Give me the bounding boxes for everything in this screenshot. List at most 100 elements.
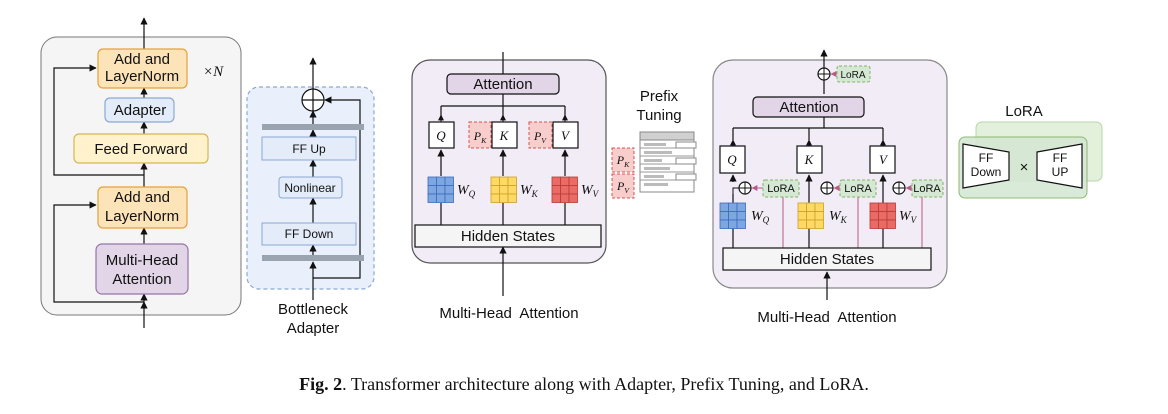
weight-grid-cell (869, 219, 879, 229)
weight-grid-cell (719, 202, 729, 212)
weight-grid-cell (436, 193, 446, 203)
weight-grid-cell (507, 185, 517, 195)
weight-grid-cell (490, 193, 500, 203)
weight-grid-cell (797, 211, 807, 221)
side-pk-box (611, 147, 635, 173)
weight-grid-cell (507, 193, 517, 203)
weight-grid-cell (490, 185, 500, 195)
weight-grid-cell (560, 176, 570, 186)
lora-attention-box (752, 96, 865, 118)
weight-grid-cell (806, 211, 816, 221)
weight-grid-cell (886, 211, 896, 221)
weight-grid-cell (427, 193, 437, 203)
prefix-v-box (552, 121, 579, 149)
weight-grid-cell (507, 176, 517, 186)
prefix-wq-label: WQ (457, 183, 476, 199)
lora-attention-label: Attention (779, 99, 838, 116)
prefix-panel-bg (411, 59, 607, 264)
weight-grid-cell (568, 193, 578, 203)
ff-up-box (261, 136, 357, 161)
figure-caption: Fig. 2. Transformer architecture along w… (299, 374, 869, 394)
add-norm-bottom-box (97, 186, 188, 229)
bottleneck-bottom-bar (262, 255, 364, 261)
sum-circle-q (738, 181, 752, 195)
weight-grid-cell (444, 193, 454, 203)
bottleneck-top-bar (262, 124, 364, 130)
prefix-k-label: K (499, 128, 510, 143)
lora-v-adapter-box (911, 179, 944, 198)
lora-k-box (796, 145, 823, 174)
side-pv-box (611, 173, 635, 199)
weight-grid-cell (878, 202, 888, 212)
weight-grid-cell (869, 202, 879, 212)
weight-grid-cell (878, 211, 888, 221)
prefix-wv-label: WV (581, 183, 600, 199)
lora-k-adapter-label: LoRA (844, 183, 872, 195)
weight-grid-cell (886, 219, 896, 229)
weight-grid-cell (490, 176, 500, 186)
lora-wq-grid (719, 202, 746, 229)
lora-v-adapter-label: LoRA (913, 183, 941, 195)
weight-grid-cell (551, 185, 561, 195)
nonlinear-label: Nonlinear (284, 181, 335, 195)
adapter-box (104, 97, 175, 123)
weight-grid-cell (878, 219, 888, 229)
weight-grid-cell (427, 185, 437, 195)
weight-grid-cell (736, 202, 746, 212)
lora-ff-down-shape (962, 143, 1010, 189)
weight-grid-cell (719, 219, 729, 229)
adapter-label: Adapter (114, 102, 167, 119)
lora-hidden-box (722, 247, 932, 271)
lora-ff-up-shape (1036, 143, 1083, 189)
weight-grid-cell (499, 176, 509, 186)
mha-box (95, 243, 189, 295)
prefix-attention-panel: Attention Q PK K PV V WQ WK WV Hidden St… (411, 52, 607, 322)
lora-wk-grid (797, 202, 824, 229)
prefix-k-box (491, 121, 518, 149)
lora-v-box (869, 145, 896, 174)
lora-wk-label: WK (829, 209, 848, 225)
weight-grid-cell (814, 211, 824, 221)
weight-grid-cell (568, 176, 578, 186)
weight-grid-cell (560, 193, 570, 203)
weight-grid-cell (551, 193, 561, 203)
prefix-wq-grid (427, 176, 454, 203)
weight-grid-cell (728, 202, 738, 212)
prefix-pv-box (528, 121, 553, 149)
weight-grid-cell (499, 185, 509, 195)
transformer-panel (40, 36, 242, 316)
lora-wv-grid (869, 202, 896, 229)
weight-grid-cell (551, 176, 561, 186)
prefix-hidden-label: Hidden States (461, 228, 555, 245)
lora-mha-caption: Multi-Head Attention (757, 309, 896, 326)
prefix-mha-caption: Multi-Head Attention (439, 305, 578, 322)
side-pk-label: PK (616, 153, 630, 169)
weight-grid-cell (806, 202, 816, 212)
table-icon (639, 131, 697, 193)
prefix-q-label: Q (436, 128, 446, 143)
lora-q-adapter-box (762, 179, 800, 198)
weight-grid-cell (444, 185, 454, 195)
prefix-pk-label: PK (473, 129, 487, 145)
lora-k-label: K (804, 152, 815, 167)
add-norm-top-box (97, 48, 188, 89)
lora-attention-panel: LoRA Attention Q K V LoRA (712, 49, 948, 326)
feed-forward-box (73, 133, 209, 164)
lora-q-label: Q (727, 152, 737, 167)
feed-forward-label: Feed Forward (94, 141, 187, 158)
times-n-label: ×N (203, 64, 224, 80)
sum-circle-k (820, 181, 834, 195)
weight-grid-cell (869, 211, 879, 221)
prefix-v-label: V (561, 128, 571, 143)
nonlinear-box (278, 176, 343, 199)
lora-wv-label: WV (899, 209, 918, 225)
lora-q-box (719, 145, 746, 174)
weight-grid-cell (436, 176, 446, 186)
lora-hidden-label: Hidden States (780, 251, 874, 268)
